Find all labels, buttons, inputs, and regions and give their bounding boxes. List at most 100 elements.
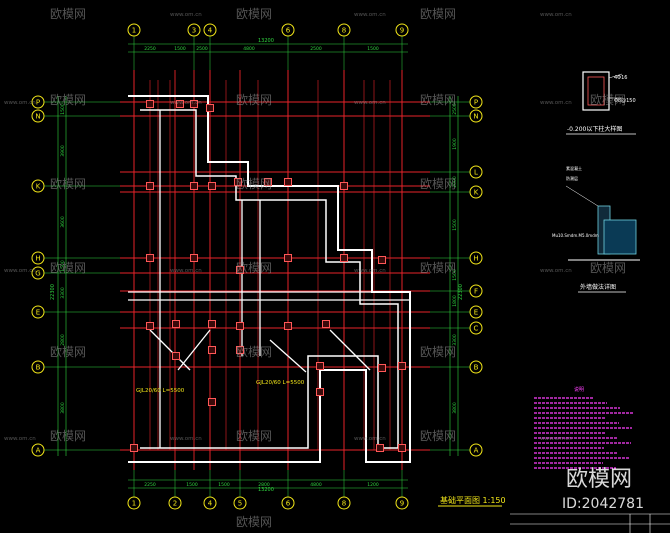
right-axis-bubble-circle <box>469 109 483 123</box>
right-axis-bubble-label: B <box>474 364 479 372</box>
top-dim-label: 2500 <box>310 46 322 52</box>
watermark-site: www.om.cn <box>540 268 572 274</box>
left-axis-bubble-circle <box>31 443 45 457</box>
left-dim-label: 3300 <box>60 287 66 299</box>
watermark-brand: 欧模网 <box>420 7 456 21</box>
left-dim-label: 3600 <box>60 216 66 228</box>
column-detail-label: -0.200以下柱大样图 <box>567 125 622 133</box>
watermark-site: www.om.cn <box>170 12 202 18</box>
grid-lines <box>120 70 430 470</box>
column-footing <box>378 256 386 264</box>
top-dim-label: 1500 <box>174 46 186 52</box>
watermark-site: www.om.cn <box>170 268 202 274</box>
watermark-brand: 欧模网 <box>50 429 86 443</box>
column-rebar-2: Φ8@150 <box>614 98 636 104</box>
bottom-axis-bubble-label: 6 <box>286 500 291 508</box>
top-dim-label: 4800 <box>243 46 255 52</box>
right-axis-bubble-label: C <box>474 325 479 333</box>
column-footing <box>208 182 216 190</box>
top-axis-bubble-circle <box>203 23 217 37</box>
bottom-dim-label: 1200 <box>367 482 379 488</box>
column-footing <box>398 444 406 452</box>
column-footing <box>340 254 348 262</box>
left-axis-bubble-label: G <box>35 270 40 278</box>
watermark-site: www.om.cn <box>4 436 36 442</box>
top-axis-bubble-label: 9 <box>400 27 404 35</box>
bottom-axis-bubble-circle <box>395 496 409 510</box>
column-footings <box>130 100 406 452</box>
left-axis-bubble-label: A <box>36 447 41 455</box>
column-footing <box>146 254 154 262</box>
top-axis-bubble-label: 3 <box>192 27 196 35</box>
right-axis-bubble-circle <box>469 284 483 298</box>
right-dim-label: 1500 <box>452 219 458 231</box>
right-dim-label: 2500 <box>452 103 458 115</box>
right-axis-bubble-label: K <box>474 189 479 197</box>
left-axis-bubble-circle <box>31 251 45 265</box>
plan-title: 基础平面图 1:150 <box>440 495 506 505</box>
column-footing <box>284 322 292 330</box>
bottom-dim-label: 1500 <box>186 482 198 488</box>
right-axis-bubble-label: N <box>473 113 478 121</box>
wall-detail-note-2: 素混凝土 <box>566 165 582 171</box>
bottom-axis-bubble-label: 8 <box>342 500 346 508</box>
watermark-brand: 欧模网 <box>236 429 272 443</box>
notes-block: 说明 <box>534 386 633 469</box>
top-axis-bubble-circle <box>281 23 295 37</box>
right-axis-bubble-circle <box>469 443 483 457</box>
left-axis-bubble-label: H <box>35 255 40 263</box>
left-axis-bubble-label: B <box>36 364 41 372</box>
watermark-brand: 欧模网 <box>590 93 626 107</box>
top-dim-label: 2500 <box>196 46 208 52</box>
bottom-axis-bubble-circle <box>281 496 295 510</box>
brand-watermark-large: 欧模网 <box>566 467 632 492</box>
watermark-site: www.om.cn <box>540 12 572 18</box>
left-axis-bubble-circle <box>31 266 45 280</box>
right-axis-bubble-label: A <box>474 447 479 455</box>
watermark-brand: 欧模网 <box>420 429 456 443</box>
top-axis-bubble-label: 4 <box>208 27 213 35</box>
watermark-brand: 欧模网 <box>420 93 456 107</box>
column-footing <box>208 346 216 354</box>
wall-diagonal <box>329 329 371 371</box>
watermark-brand: 欧模网 <box>420 177 456 191</box>
left-dim-label: 3800 <box>60 402 66 414</box>
foundation-walls <box>128 95 411 463</box>
column-footing <box>190 100 198 108</box>
watermark-brand: 欧模网 <box>236 177 272 191</box>
top-axis-bubble-circle <box>127 23 141 37</box>
watermark-site: www.om.cn <box>4 268 36 274</box>
column-rebar-1: 4Φ16 <box>614 75 627 81</box>
beam-note-1: GJL20/60 L=5500 <box>136 388 185 394</box>
wall-detail-leader <box>565 185 599 207</box>
right-axis-bubble-label: L <box>474 169 478 177</box>
watermark-site: www.om.cn <box>170 100 202 106</box>
column-footing <box>378 364 386 372</box>
bottom-axis-bubble-label: 9 <box>400 500 404 508</box>
column-footing <box>176 100 184 108</box>
left-axis-bubble-circle <box>31 360 45 374</box>
notes-title: 说明 <box>574 386 584 393</box>
left-axis-bubble-label: N <box>35 113 40 121</box>
left-axis-bubble-label: K <box>36 183 41 191</box>
watermark-brand: 欧模网 <box>236 345 272 359</box>
wall-detail-note-3: 防潮层 <box>566 175 578 181</box>
bottom-axis-bubble-label: 2 <box>173 500 177 508</box>
right-dim-label: 1500 <box>452 269 458 281</box>
left-dim-label: 1500 <box>60 260 66 272</box>
top-axis-bubble-circle <box>337 23 351 37</box>
right-overall-dim: 22300 <box>458 284 464 300</box>
right-dim-label: 3800 <box>452 402 458 414</box>
wall-detail: Mu10.Smdm.M5.0mdm 素混凝土 防潮层 外墙做法详图 <box>552 165 640 293</box>
watermark-layer: 欧模网欧模网欧模网欧模网欧模网欧模网欧模网欧模网欧模网欧模网欧模网欧模网欧模网欧… <box>4 7 626 529</box>
right-axis-bubble-circle <box>469 305 483 319</box>
watermark-site: www.om.cn <box>540 436 572 442</box>
column-detail-section <box>582 71 610 111</box>
wall-outline <box>128 95 411 463</box>
column-footing <box>172 320 180 328</box>
left-axis-bubble-circle <box>31 179 45 193</box>
wall-detail-footing <box>603 219 637 255</box>
watermark-brand: 欧模网 <box>50 7 86 21</box>
column-footing <box>316 362 324 370</box>
column-footing <box>190 254 198 262</box>
